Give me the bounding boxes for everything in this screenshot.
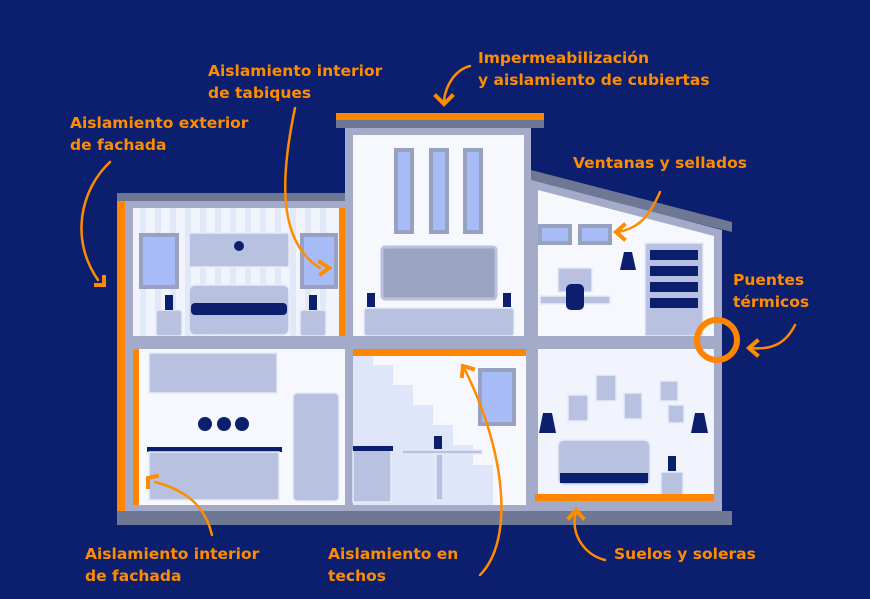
stair-window [478,368,516,426]
painting-sun [234,241,244,251]
flower-vase [503,293,511,307]
upper-cabinets [148,352,278,394]
desk-chair [566,284,584,310]
bed-blanket [191,303,287,315]
label-windows: Ventanas y sellados [573,154,747,172]
small-window [578,224,612,245]
roof-arrowhead [433,93,455,107]
house [117,113,740,525]
tall-window [463,148,483,234]
label-exterior-facade-line2: de fachada [70,136,166,154]
floors-arrowhead [566,506,586,521]
partition-arrow [283,106,322,270]
roof-arrow [442,64,472,102]
countertop [147,447,282,452]
small-window [538,224,572,245]
interior-facade-insulation [133,349,139,505]
roof-insulation [336,113,544,120]
tv-cabinet [363,307,515,337]
label-ceilings-line1: Aislamiento en [328,545,458,563]
tall-window [429,148,449,234]
ceilings-arrowhead [459,363,476,379]
windows-arrow [616,190,662,234]
exterior-facade-insulation [117,201,125,511]
label-floors: Suelos y soleras [614,545,756,563]
pan [217,417,231,431]
thermal-bridge-ring [694,317,740,363]
flower-vase [165,295,173,310]
table-leg [435,453,444,501]
label-interior-facade-line2: de fachada [85,567,181,585]
refrigerator [292,392,340,502]
flower-vase [309,295,317,310]
nightstand [155,309,183,337]
right-roof [531,170,732,232]
floor-insulation [535,494,714,501]
exterior-arrow [80,160,112,282]
floors-arrow [573,510,607,562]
label-roof-line2: y aislamiento de cubiertas [478,71,710,89]
partition-arrowhead [317,259,333,277]
label-partitions-line1: Aislamiento interior [208,62,383,80]
side-cabinet [352,449,392,503]
left-roof [117,193,347,202]
interior-facade-arrow [153,480,214,537]
floor-slab [125,336,722,349]
exterior-arrowhead [94,275,106,287]
pan [235,417,249,431]
floor-lamp [539,413,556,433]
labels: Impermeabilización y aislamiento de cubi… [70,49,809,585]
sofa-cushion [560,473,648,483]
label-ceilings-line2: techos [328,567,386,585]
windows-arrowhead [612,222,627,242]
label-exterior-facade-line1: Aislamiento exterior [70,114,249,132]
books [650,250,698,308]
partition-insulation [339,208,346,336]
ceiling-insulation [353,349,526,356]
label-thermal-bridges-line2: térmicos [733,293,809,311]
middle-roof [336,120,544,128]
label-partitions-line2: de tabiques [208,84,311,102]
interior-facade-arrowhead [146,473,160,489]
tall-window [394,148,414,234]
flower-vase [367,293,375,307]
label-roof-line1: Impermeabilización [478,49,649,67]
label-thermal-bridges-line1: Puentes [733,271,804,289]
cabinet-top [353,446,393,451]
bedroom-window [139,233,179,289]
wall-frame [567,394,589,422]
floor-lamp [691,413,708,433]
wall-frame [667,404,685,424]
wall-frame [595,374,617,402]
floor-lamp [620,252,636,270]
nightstand [299,309,327,337]
flower-vase [434,436,442,449]
side-table [660,471,684,496]
bridges-arrowhead [745,338,760,358]
lower-cabinets [148,451,280,501]
flower-vase [668,456,676,471]
pan [198,417,212,431]
bridges-arrow [748,323,797,350]
television [380,245,498,301]
arrows [80,64,797,577]
label-interior-facade-line1: Aislamiento interior [85,545,260,563]
wall-frame [659,380,679,402]
wall-frame [623,392,643,420]
ceilings-arrow [463,368,503,577]
